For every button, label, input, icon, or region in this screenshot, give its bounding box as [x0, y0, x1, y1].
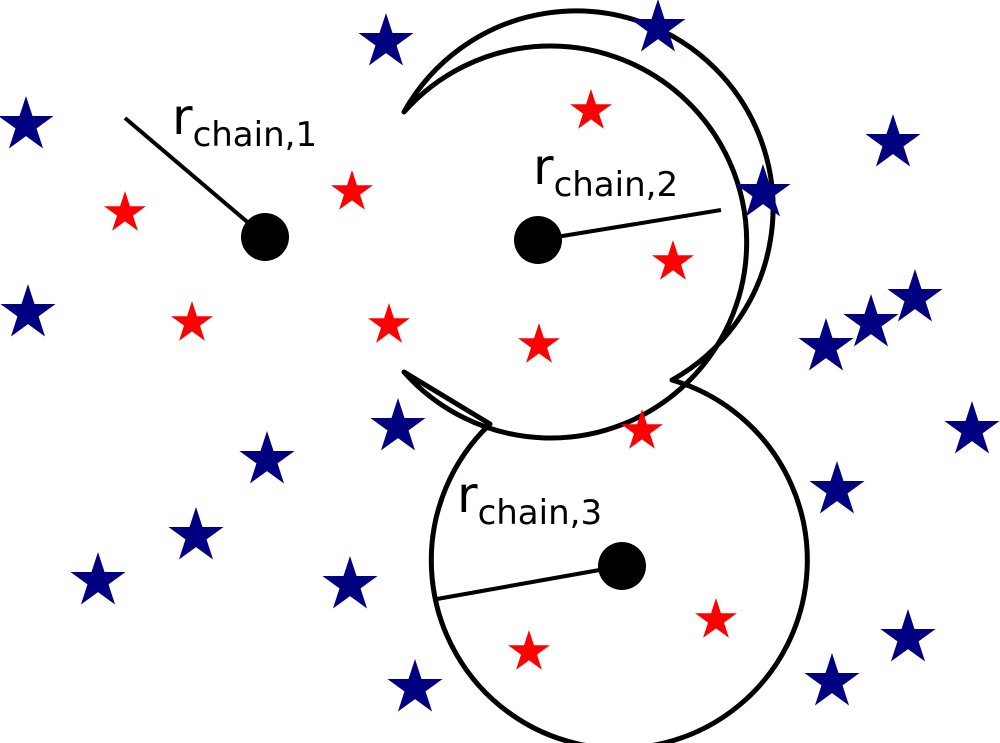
outside-star-icon	[0, 284, 56, 337]
chain-center-2	[514, 216, 562, 264]
outside-star-icon	[0, 96, 54, 149]
inside-star-icon	[570, 89, 612, 129]
outside-star-icon	[887, 269, 943, 322]
chain-center-1	[241, 213, 289, 261]
outside-star-icon	[358, 13, 414, 66]
outside-star-icon	[804, 653, 860, 706]
outside-star-icon	[322, 556, 378, 609]
radius-label-3: rchain,3	[457, 466, 602, 533]
chain-centers	[241, 213, 646, 590]
inside-star-icon	[171, 301, 213, 341]
outside-star-icon	[944, 401, 1000, 454]
outside-star-icon	[880, 609, 936, 662]
radius-label-3-main: r	[457, 466, 478, 524]
inside-star-icon	[652, 240, 694, 280]
radius-line-3	[436, 564, 623, 601]
outside-star-icon	[70, 552, 126, 605]
radius-label-1: rchain,1	[172, 88, 317, 155]
radius-label-2-main: r	[533, 138, 554, 196]
radius-label-1-sub: chain,1	[193, 115, 318, 155]
chain-region-path	[401, 8, 810, 743]
outside-star-icon	[809, 461, 865, 514]
outside-star-icon	[865, 114, 921, 167]
chain-region-outline	[401, 8, 810, 743]
chain-center-3	[598, 542, 646, 590]
radius-line-1	[123, 116, 267, 239]
outside-star-icon	[168, 507, 224, 560]
inside-star-icon	[368, 303, 410, 343]
inside-star-icon	[104, 191, 146, 231]
radius-label-3-sub: chain,3	[478, 493, 603, 533]
radius-label-2: rchain,2	[533, 138, 678, 205]
outside-star-icon	[239, 431, 295, 484]
outside-star-icon	[387, 659, 443, 712]
radius-label-1-main: r	[172, 88, 193, 146]
radius-line-2	[537, 208, 722, 242]
radius-lines	[123, 116, 722, 601]
inside-star-icon	[518, 323, 560, 363]
inside-star-icon	[331, 170, 373, 210]
radius-label-2-sub: chain,2	[554, 165, 679, 205]
outside-star-icon	[370, 398, 426, 451]
outside-star-icon	[798, 318, 854, 371]
